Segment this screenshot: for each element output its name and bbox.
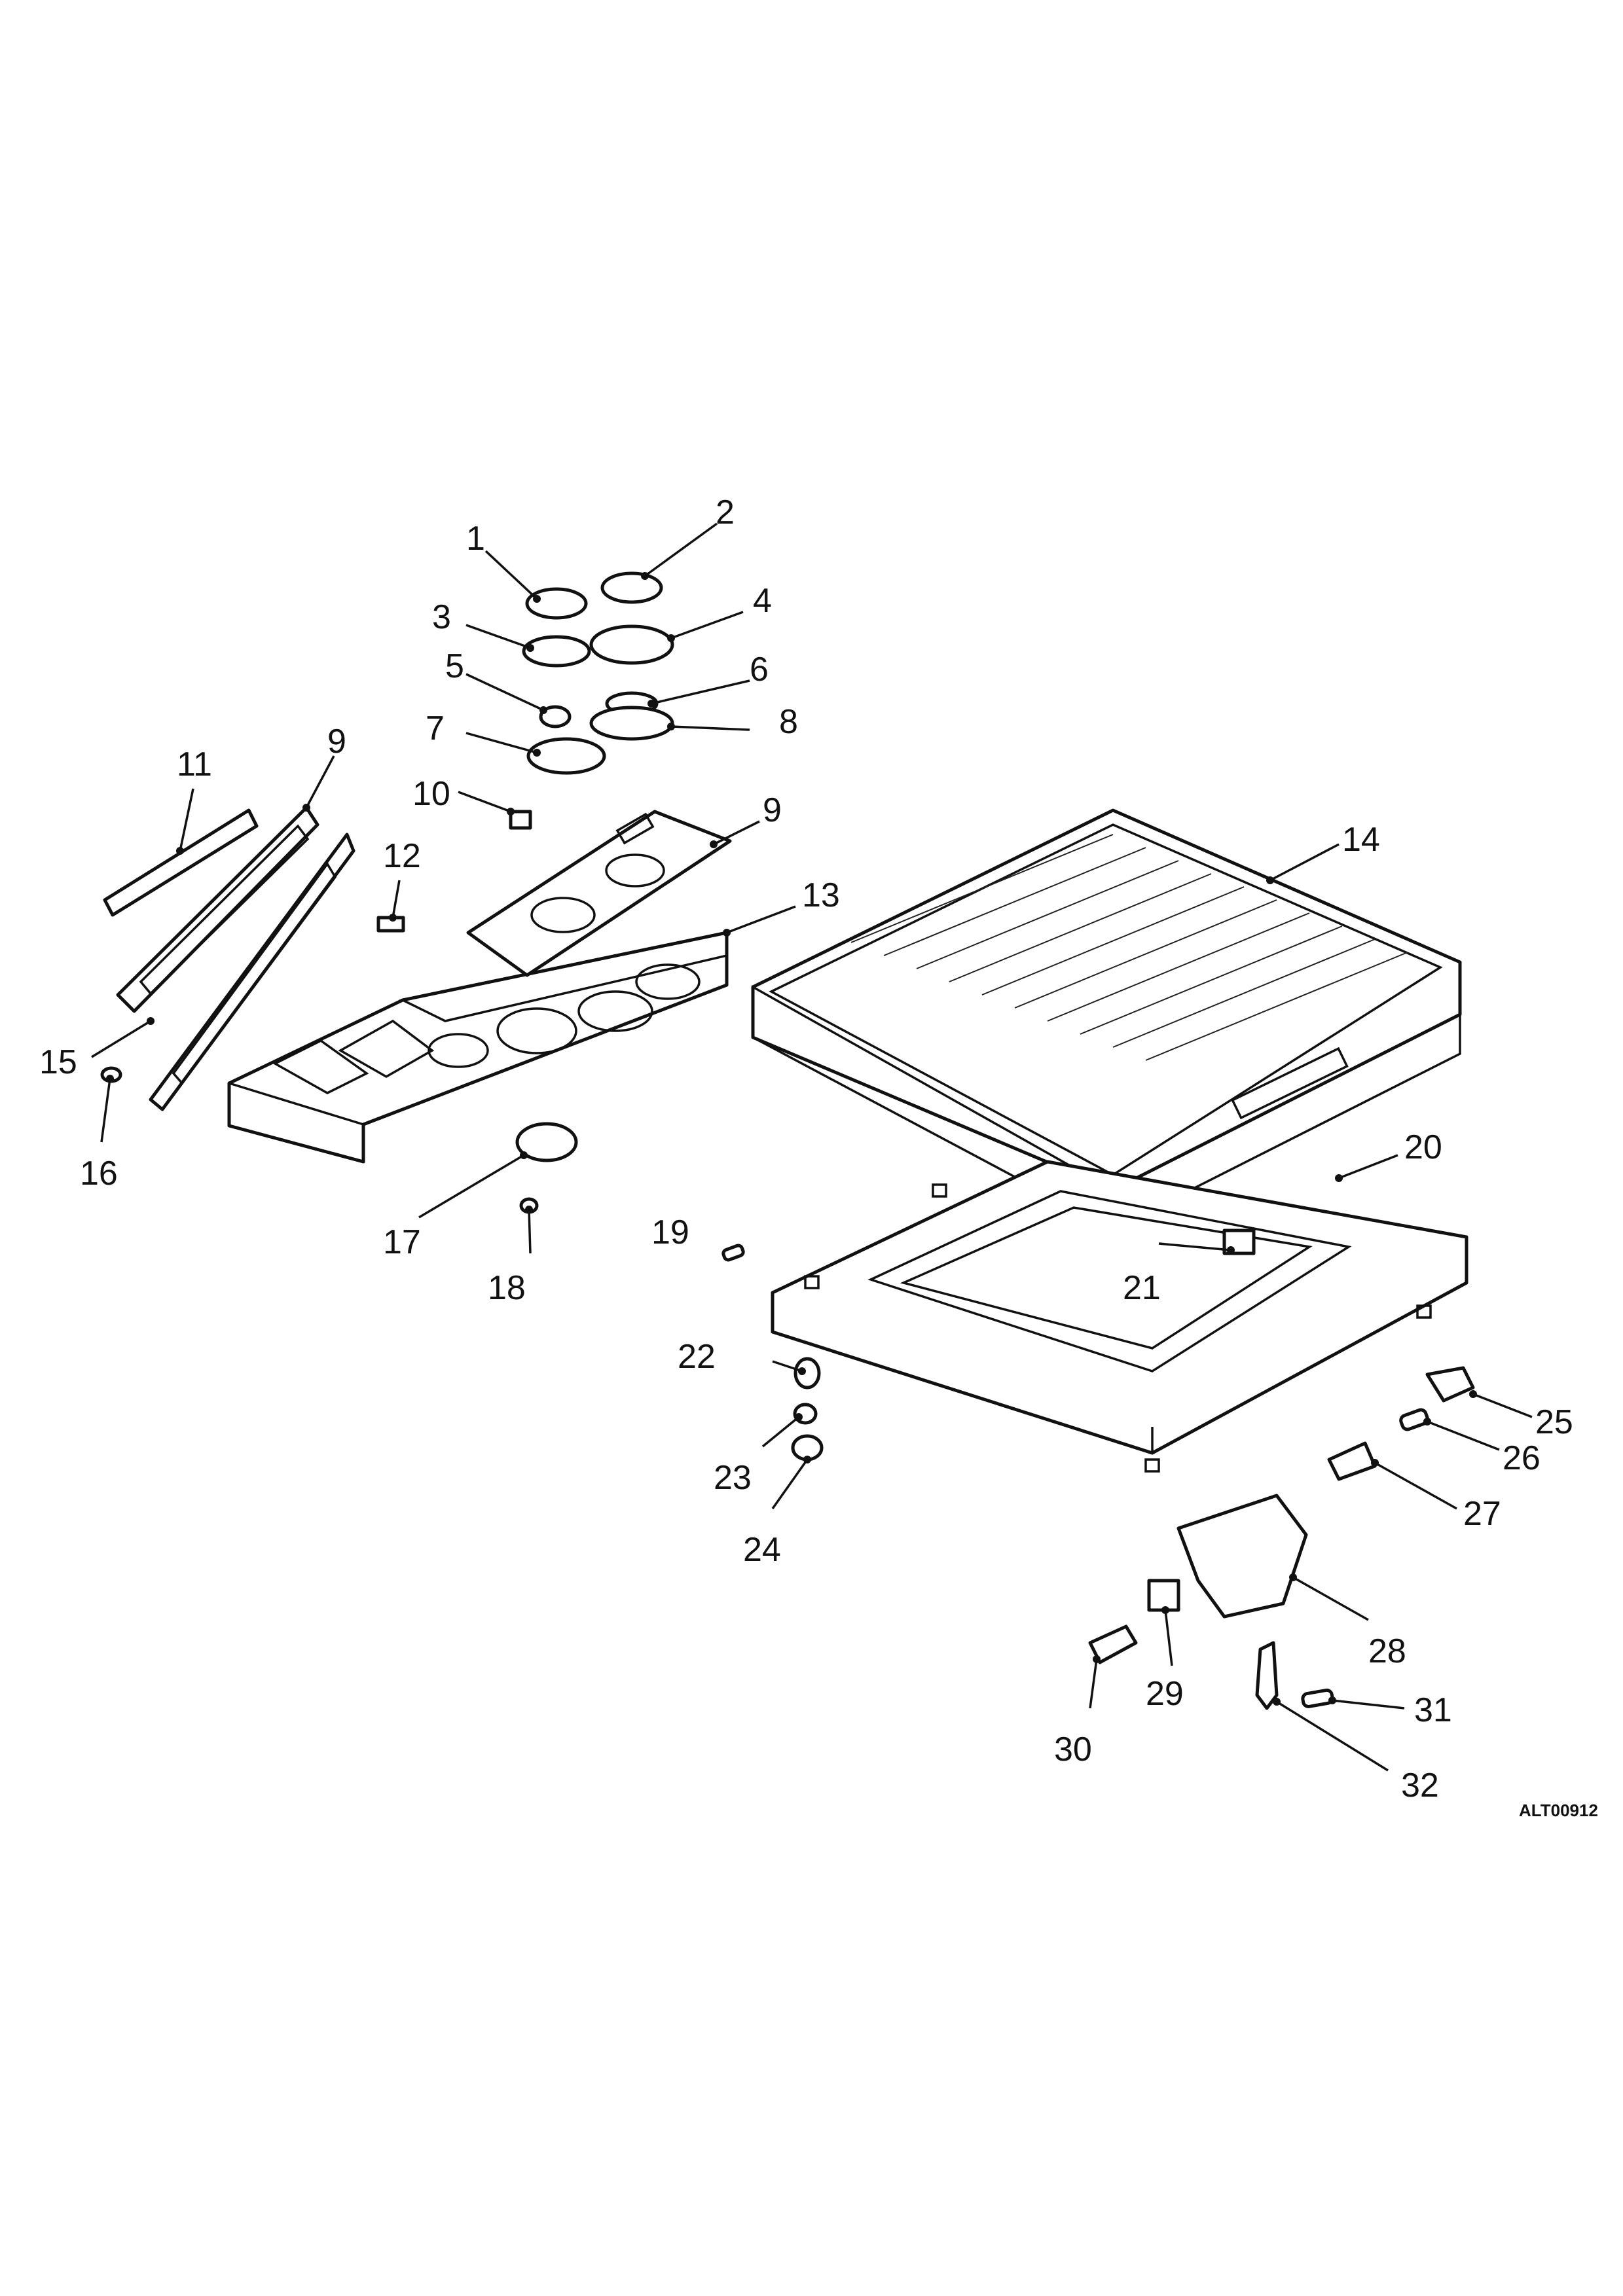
small-hardware (100, 1066, 1475, 1710)
callout-25: 25 (1535, 1403, 1573, 1441)
callout-11: 11 (177, 745, 212, 783)
callout-32: 32 (1401, 1767, 1439, 1804)
callout-12: 12 (383, 837, 421, 875)
callout-4: 4 (753, 582, 772, 620)
lid-panel (751, 808, 1462, 1231)
callout-6: 6 (750, 651, 769, 689)
drawing-id: ALT00912 (1519, 1801, 1598, 1820)
callout-10: 10 (412, 775, 450, 813)
top-frame (771, 1160, 1468, 1473)
callout-19: 19 (651, 1213, 689, 1251)
callout-5: 5 (445, 647, 464, 685)
panel-plate (466, 810, 732, 977)
callout-15: 15 (39, 1043, 77, 1081)
callout-9-right: 9 (763, 791, 782, 829)
callout-3: 3 (432, 598, 451, 636)
callout-21: 21 (1123, 1269, 1161, 1307)
callout-27: 27 (1463, 1495, 1501, 1533)
callout-24: 24 (743, 1531, 781, 1569)
callout-23: 23 (714, 1459, 752, 1497)
callout-14: 14 (1342, 821, 1380, 859)
callout-17: 17 (383, 1223, 421, 1261)
callout-22: 22 (678, 1338, 716, 1376)
callout-8: 8 (779, 703, 798, 741)
callout-2: 2 (716, 493, 735, 531)
callout-7: 7 (426, 709, 445, 747)
front-cover-frames (103, 806, 356, 1111)
knob-assemblies (376, 571, 674, 933)
callout-1: 1 (466, 520, 485, 558)
leader-lines (91, 522, 1533, 1772)
callout-26: 26 (1503, 1439, 1541, 1477)
callout-labels: 1 2 3 4 5 6 7 8 9 9 10 11 12 13 14 15 16… (39, 493, 1573, 1804)
callout-20: 20 (1404, 1128, 1442, 1166)
callout-13: 13 (802, 876, 840, 914)
callout-18: 18 (488, 1269, 526, 1307)
callout-9-left: 9 (327, 723, 346, 761)
callout-29: 29 (1146, 1675, 1184, 1713)
callout-16: 16 (80, 1155, 118, 1193)
callout-28: 28 (1368, 1632, 1406, 1670)
control-panel-housing (227, 931, 729, 1164)
callout-30: 30 (1054, 1731, 1092, 1768)
callout-31: 31 (1414, 1691, 1452, 1729)
